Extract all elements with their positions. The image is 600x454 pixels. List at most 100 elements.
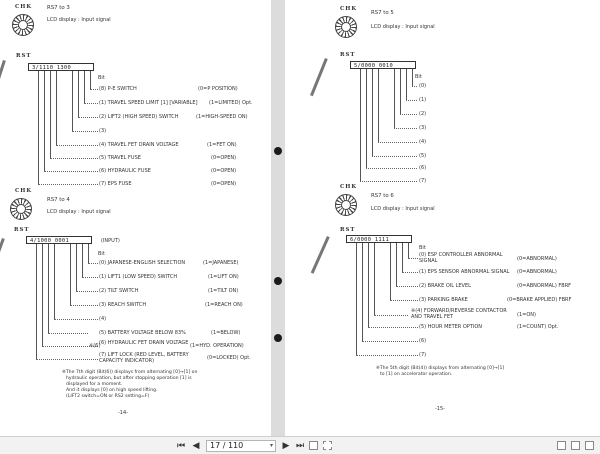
chk-label: CHK — [15, 4, 33, 10]
pen-icon — [310, 58, 328, 97]
bit-row: (5) HOUR METER OPTION — [419, 324, 482, 330]
input-label: (INPUT) — [101, 238, 120, 244]
bit-row: (5) — [419, 153, 427, 159]
binding-hole — [274, 277, 282, 285]
bit-value: (1=REACH ON) — [205, 302, 243, 308]
rotary-switch-icon — [335, 194, 357, 216]
bit-row: (2) LIFT2 (HIGH SPEED) SWITCH — [99, 114, 179, 120]
page-15: CHK RS7 to 5 LCD display : Input signal … — [285, 0, 600, 436]
last-page-button[interactable]: ⏭ — [295, 441, 305, 451]
pen-icon — [0, 60, 6, 117]
bit-value: (0=LOCKED) Opt. — [207, 355, 251, 361]
note-line: (LIFT2 switch=ON or RS2 setting=F) — [66, 394, 150, 399]
fit-page-icon[interactable] — [323, 441, 332, 450]
bit-label: Bit — [415, 74, 422, 80]
bit-value: (0=ABNORMAL) — [517, 256, 557, 262]
lcd-display-box: 6/0000 1111 — [346, 235, 412, 243]
bit-row: (6) — [419, 338, 427, 344]
binding-hole — [274, 334, 282, 342]
lcd-display-box: 4/1000 0001 — [26, 236, 92, 244]
bit-row: (5) BATTERY VOLTAGE BELOW 83% — [99, 330, 186, 336]
bit-row: (0) JAPANESE-ENGLISH SELECTION — [99, 260, 186, 266]
rotary-switch-icon — [335, 16, 357, 38]
rs-label: RS7 to 4 — [47, 197, 70, 203]
rotary-switch-icon — [12, 14, 34, 36]
rst-label: RST — [340, 52, 356, 58]
lcd-label: LCD display : Input signal — [371, 24, 435, 30]
bit-value: (1=BELOW) — [211, 330, 241, 336]
viewer-toolbar: ⏮ ◀ 17 / 110 ▾ ▶ ⏭ — [0, 436, 600, 454]
bit-row: (1) LIFT1 (LOW SPEED) SWITCH — [99, 274, 178, 280]
bit-value: (0=ABNORMAL) FBRF — [517, 283, 572, 289]
bit-value: (1=COUNT) Opt. — [517, 324, 559, 330]
note-line: to [1] on accelerator operation. — [380, 372, 453, 377]
bit-row: (2) TILT SWITCH — [99, 288, 139, 294]
lcd-label: LCD display : Input signal — [371, 206, 435, 212]
rs-label: RS7 to 6 — [371, 193, 394, 199]
two-page-view-icon[interactable] — [571, 441, 580, 450]
bit-label: Bit — [419, 245, 426, 251]
bit-row: (2) BRAKE OIL LEVEL — [419, 283, 471, 289]
chk-label: CHK — [15, 188, 33, 194]
single-page-view-icon[interactable] — [557, 441, 566, 450]
bit-row: (7) — [419, 352, 427, 358]
next-page-button[interactable]: ▶ — [282, 441, 290, 451]
bit-value: (0=OPEN) — [211, 155, 237, 161]
lcd-display-box: 3/1110 1300 — [28, 63, 94, 71]
page-number-value: 17 / 110 — [210, 441, 244, 450]
copy-icon[interactable] — [309, 441, 318, 450]
bit-row: ※(4) FORWARD/REVERSE CONTACTOR AND TRAVE… — [411, 308, 507, 320]
star-mark: ※(6) — [89, 343, 101, 349]
bit-label: Bit — [98, 251, 105, 257]
bit-value: (0=OPEN) — [211, 181, 237, 187]
bit-value: (1=HYD. OPERATION) — [190, 343, 244, 349]
pen-icon — [310, 236, 330, 274]
rst-label: RST — [14, 227, 30, 233]
bit-value: (1=LIFT ON) — [208, 274, 239, 280]
page-number: -14- — [118, 410, 128, 416]
bit-row: (1) EPS SENSOR ABNORMAL SIGNAL — [419, 269, 510, 275]
bit-row: (4) — [99, 316, 107, 322]
bit-value: (1=ON) — [517, 312, 536, 318]
first-page-button[interactable]: ⏮ — [176, 441, 186, 451]
bit-row: (1) — [419, 97, 427, 103]
chevron-down-icon[interactable]: ▾ — [269, 442, 273, 449]
chk-label: CHK — [340, 184, 358, 190]
note-line: And it displays [0] on high speed liftin… — [66, 388, 158, 393]
bit-row: (0) — [419, 83, 427, 89]
document-viewport[interactable]: CHK RS7 to 3 LCD display : Input signal … — [0, 0, 600, 436]
prev-page-button[interactable]: ◀ — [192, 441, 200, 451]
bit-row: (1) TRAVEL SPEED LIMIT [1] [VARIABLE] — [99, 100, 198, 106]
rotary-switch-icon — [10, 198, 32, 220]
bit-value: (0=BRAKE APPLIED) FBRF — [507, 297, 572, 303]
bit-row: (3) REACH SWITCH — [99, 302, 147, 308]
rst-label: RST — [340, 227, 356, 233]
bit-value: (0=P POSITION) — [198, 86, 238, 92]
bit-value: (1=LIMITED) Opt. — [209, 100, 253, 106]
bit-value: (1=HIGH-SPEED ON) — [196, 114, 248, 120]
bit-row: (4) TRAVEL FET DRAIN VOLTAGE — [99, 142, 179, 148]
note-line: hydraulic operation, but after stopping … — [66, 376, 192, 381]
bit-value: (0=ABNORMAL) — [517, 269, 557, 275]
bit-value: (1=JAPANESE) — [203, 260, 239, 266]
bit-row: (6) — [419, 165, 427, 171]
scroll-view-icon[interactable] — [585, 441, 594, 450]
bit-row: (2) — [419, 111, 427, 117]
page-number-input[interactable]: 17 / 110 ▾ — [206, 440, 276, 452]
binding-hole — [274, 147, 282, 155]
bit-row: (7) — [419, 178, 427, 184]
bit-row: (8) P-E SWITCH — [99, 86, 137, 92]
chk-label: CHK — [340, 6, 358, 12]
bit-value: (1=TILT ON) — [208, 288, 239, 294]
bit-row: (4) — [419, 139, 427, 145]
bit-row: (6) HYDRAULIC FET DRAIN VOLTAGE — [99, 340, 189, 346]
bit-row: (3) — [99, 128, 107, 134]
bit-row: (6) HYDRAULIC FUSE — [99, 168, 151, 174]
rst-label: RST — [16, 53, 32, 59]
rs-label: RS7 to 5 — [371, 10, 394, 16]
page-number: -15- — [435, 406, 445, 412]
lcd-display-box: 5/0000 0010 — [350, 61, 416, 69]
pen-icon — [0, 238, 5, 273]
bit-row: (5) TRAVEL FUSE — [99, 155, 141, 161]
rs-label: RS7 to 3 — [47, 5, 70, 11]
